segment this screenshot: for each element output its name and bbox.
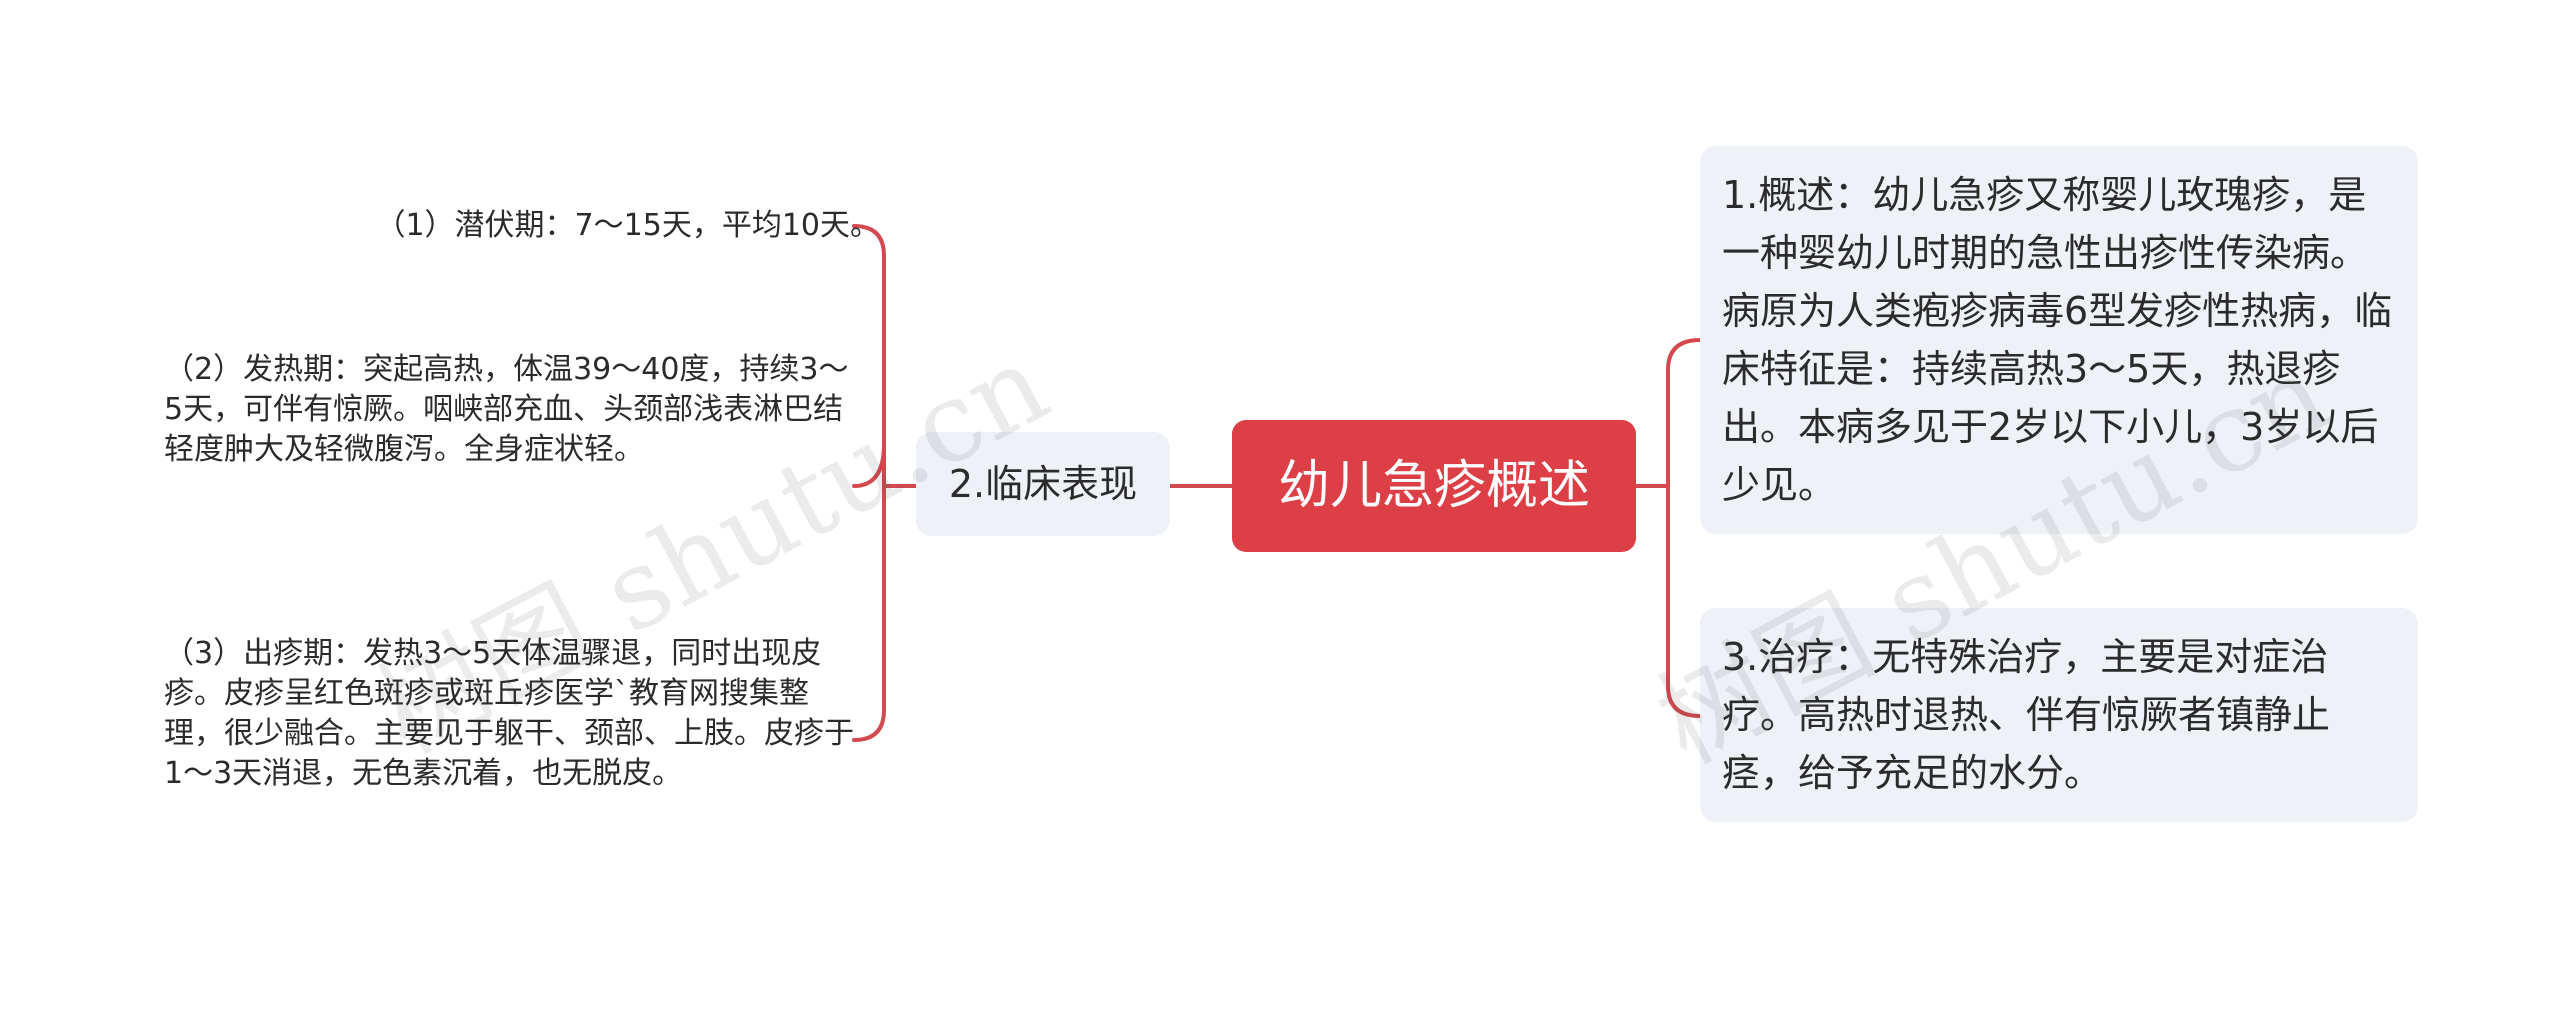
root-node[interactable]: 幼儿急疹概述 [1232, 420, 1636, 552]
topic-clinical-manifestations[interactable]: 2.临床表现 [916, 432, 1170, 536]
leaf-incubation-period[interactable]: （1）潜伏期：7～15天，平均10天。 [160, 206, 880, 246]
leaf-text: （2）发热期：突起高热，体温39～40度，持续3～5天，可伴有惊厥。咽峡部充血、… [164, 352, 849, 467]
topic-treatment[interactable]: 3.治疗：无特殊治疗，主要是对症治疗。高热时退热、伴有惊厥者镇静止痉，给予充足的… [1700, 608, 2418, 822]
topic-label: 3.治疗：无特殊治疗，主要是对症治疗。高热时退热、伴有惊厥者镇静止痉，给予充足的… [1722, 635, 2331, 795]
topic-label: 1.概述：幼儿急疹又称婴儿玫瑰疹，是一种婴幼儿时期的急性出疹性传染病。病原为人类… [1722, 173, 2393, 507]
topic-overview[interactable]: 1.概述：幼儿急疹又称婴儿玫瑰疹，是一种婴幼儿时期的急性出疹性传染病。病原为人类… [1700, 146, 2418, 534]
leaf-fever-period[interactable]: （2）发热期：突起高热，体温39～40度，持续3～5天，可伴有惊厥。咽峡部充血、… [164, 350, 854, 470]
leaf-text: （3）出疹期：发热3～5天体温骤退，同时出现皮疹。皮疹呈红色斑疹或斑丘疹医学`教… [164, 636, 854, 791]
root-label: 幼儿急疹概述 [1277, 456, 1590, 516]
connector-right-bracket [1666, 338, 1702, 718]
topic-label: 2.临床表现 [948, 462, 1138, 506]
connector-leaf2-branch [852, 442, 886, 488]
leaf-text: （1）潜伏期：7～15天，平均10天。 [375, 208, 880, 243]
leaf-rash-period[interactable]: （3）出疹期：发热3～5天体温骤退，同时出现皮疹。皮疹呈红色斑疹或斑丘疹医学`教… [164, 634, 854, 794]
